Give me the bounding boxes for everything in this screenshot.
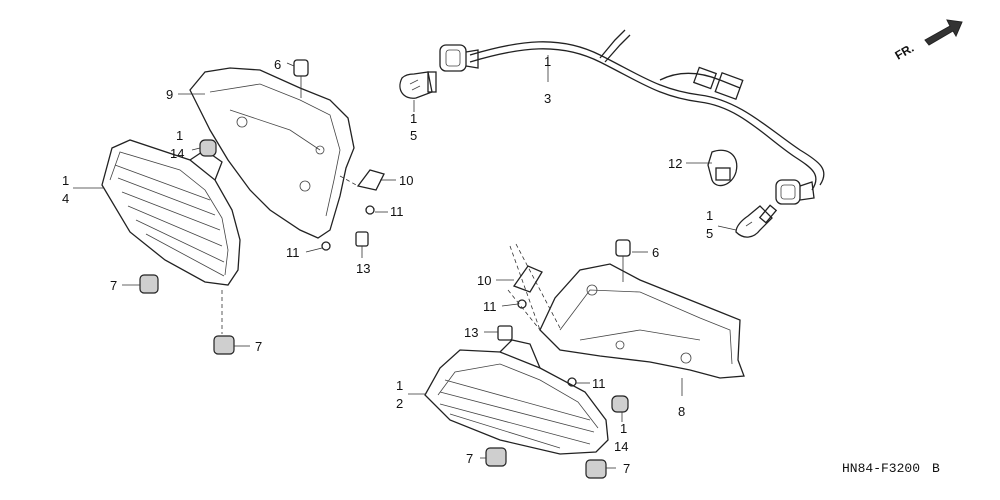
callout-1-bulb-top: 1 <box>410 111 417 126</box>
headlight-right <box>424 339 609 455</box>
callout-7-right-b: 7 <box>623 461 630 476</box>
grommet-7-c <box>485 447 507 467</box>
callout-1-left-lamp: 1 <box>62 173 69 188</box>
socket-top <box>439 44 479 72</box>
callout-6-right: 6 <box>652 245 659 260</box>
screw-6-right <box>615 239 631 282</box>
callout-3: 3 <box>544 91 551 106</box>
callout-11-right-b: 11 <box>592 376 606 391</box>
callout-11-right-a: 11 <box>483 299 497 314</box>
grommet-14-right <box>611 395 629 413</box>
callout-5-top: 5 <box>410 128 417 143</box>
front-label: FR. <box>893 41 917 63</box>
screw-6-top <box>293 59 309 98</box>
callout-1-wire: 1 <box>544 54 551 69</box>
callout-10-right: 10 <box>477 273 491 288</box>
callout-6-top: 6 <box>274 57 281 72</box>
callout-13-left: 13 <box>356 261 370 276</box>
callout-4: 4 <box>62 191 69 206</box>
callout-11-left-a: 11 <box>390 204 404 219</box>
callout-12: 12 <box>668 156 682 171</box>
grommet-7-d <box>585 459 607 479</box>
harness-clip <box>707 149 738 187</box>
figure-code: HN84-F3200 <box>842 461 920 476</box>
callout-14-right: 14 <box>614 439 628 454</box>
callout-1-bulb-right: 1 <box>706 208 713 223</box>
clip-10-right <box>512 265 543 293</box>
callout-7-left-b: 7 <box>255 339 262 354</box>
headlight-left <box>101 139 241 286</box>
callout-7-left-a: 7 <box>110 278 117 293</box>
grommet-7-b <box>213 335 235 355</box>
clip-10-left <box>356 169 385 191</box>
figure-suffix: B <box>932 461 940 476</box>
screw-11-left-a <box>365 205 375 215</box>
bracket-right <box>539 263 745 379</box>
socket-right <box>775 179 815 205</box>
callout-14-left: 14 <box>170 146 184 161</box>
bracket-left <box>189 67 355 239</box>
bulb-top <box>399 71 437 99</box>
callout-2: 2 <box>396 396 403 411</box>
wire-harness <box>439 29 825 205</box>
callout-1-right-lamp: 1 <box>396 378 403 393</box>
callout-13-right: 13 <box>464 325 478 340</box>
nut-13-right <box>497 325 513 341</box>
callout-5-right: 5 <box>706 226 713 241</box>
callout-7-right-a: 7 <box>466 451 473 466</box>
callout-9: 9 <box>166 87 173 102</box>
front-direction-indicator: FR. <box>893 19 963 63</box>
callout-1-above-14: 1 <box>176 128 183 143</box>
screw-11-left-b <box>321 241 331 251</box>
bulb-right <box>735 204 778 238</box>
grommet-14-left <box>199 139 217 157</box>
callout-1-above-14-right: 1 <box>620 421 627 436</box>
callout-8: 8 <box>678 404 685 419</box>
front-arrow-icon <box>924 19 963 46</box>
grommet-7-a <box>139 274 159 294</box>
callout-10-left: 10 <box>399 173 413 188</box>
callout-11-left-b: 11 <box>286 245 300 260</box>
screw-11-right-b <box>567 377 577 387</box>
nut-13-left <box>355 231 369 247</box>
